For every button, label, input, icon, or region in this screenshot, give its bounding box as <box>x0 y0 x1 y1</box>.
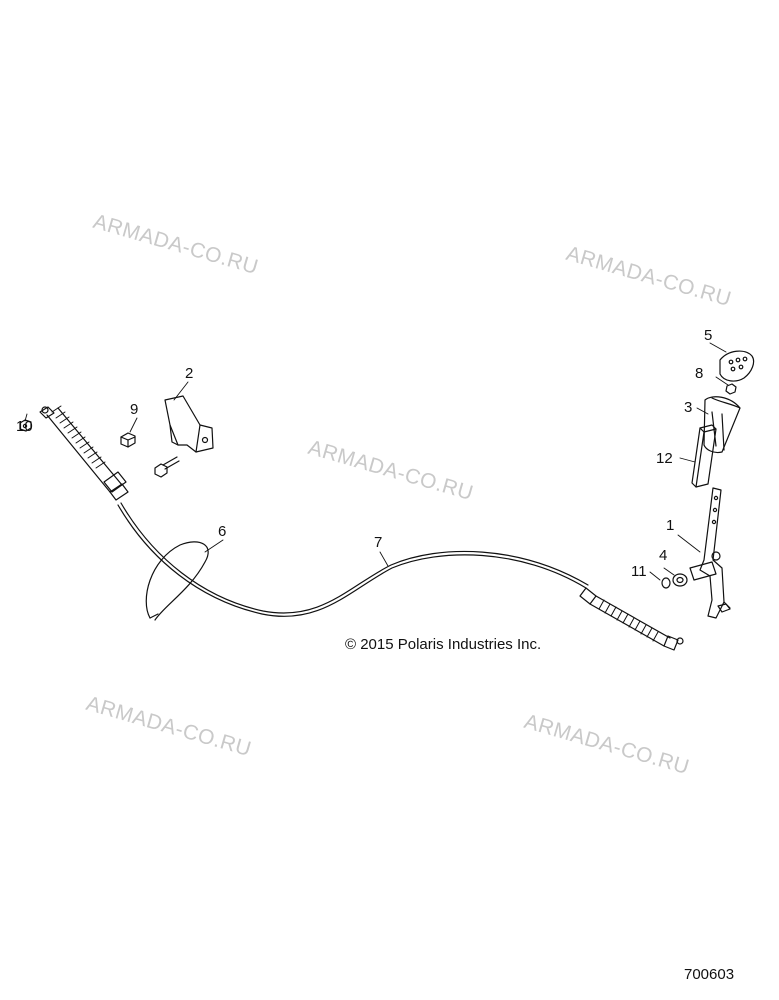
shift-lever <box>689 487 731 619</box>
callout-6: 6 <box>218 523 227 540</box>
cable-clip <box>145 541 209 621</box>
callout-9: 9 <box>130 401 139 418</box>
callout-8: 8 <box>695 365 704 382</box>
callout-7: 7 <box>374 534 383 551</box>
callout-2: 2 <box>185 365 194 382</box>
screw-8 <box>725 383 737 395</box>
diagram-id: 700603 <box>684 966 735 983</box>
callout-1: 1 <box>666 517 675 534</box>
callout-3: 3 <box>684 399 693 416</box>
leader-lines <box>24 342 729 581</box>
right-cable-boot <box>579 587 684 651</box>
callout-11: 11 <box>631 563 647 580</box>
callout-12: 12 <box>656 450 673 467</box>
shift-knob <box>719 350 755 382</box>
copyright-notice: © 2015 Polaris Industries Inc. <box>345 636 542 653</box>
washer-4 <box>672 573 688 587</box>
callout-4: 4 <box>659 547 668 564</box>
bracket-bolt <box>154 456 180 478</box>
callout-10: 10 <box>16 418 33 435</box>
shift-cable <box>117 502 589 617</box>
shifter-boot <box>703 396 741 454</box>
callout-5: 5 <box>704 327 713 344</box>
grip-sleeve <box>691 424 717 488</box>
bolt-9 <box>120 432 136 448</box>
left-cable-boot <box>39 405 129 501</box>
bracket <box>164 395 214 453</box>
spacer-11 <box>661 577 671 589</box>
